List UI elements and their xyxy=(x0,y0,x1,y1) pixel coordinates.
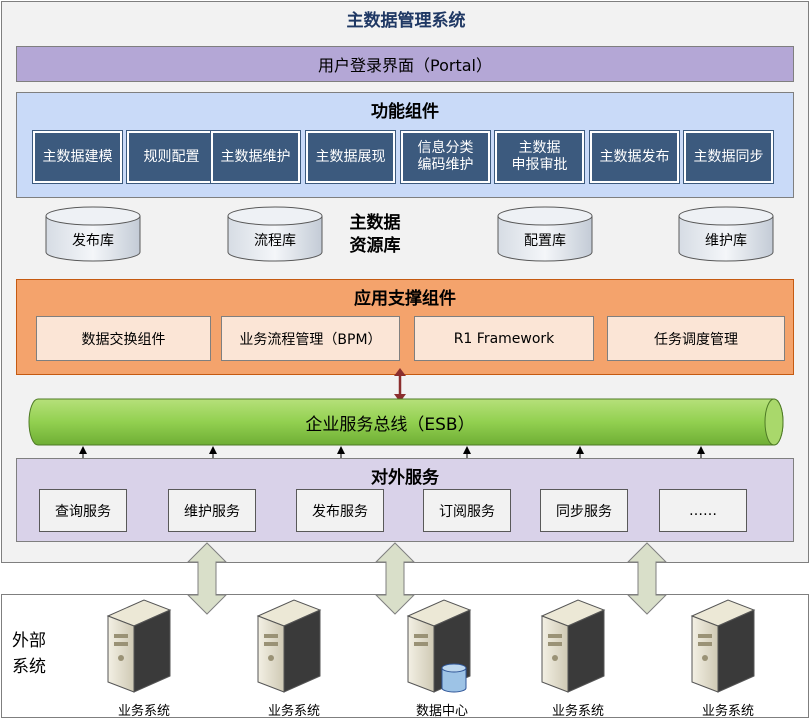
double-arrow xyxy=(374,542,416,615)
double-arrow xyxy=(626,542,668,615)
functional-components-title: 功能组件 xyxy=(371,102,439,122)
resource-title-line: 主数据 xyxy=(349,213,401,233)
service-block: 同步服务 xyxy=(540,489,628,532)
support-block: R1 Framework xyxy=(414,316,594,361)
double-arrow xyxy=(186,542,228,615)
database-cylinder xyxy=(227,206,323,262)
service-block: 发布服务 xyxy=(296,489,384,532)
server-label: 业务系统 xyxy=(117,704,170,719)
function-block: 主数据 申报审批 xyxy=(494,130,585,184)
service-block: 订阅服务 xyxy=(423,489,511,532)
service-block: 查询服务 xyxy=(39,489,127,532)
server-icon xyxy=(256,599,322,693)
server-icon xyxy=(540,599,606,693)
esb-pipe xyxy=(28,398,784,446)
function-block: 主数据同步 xyxy=(683,130,774,184)
support-components-title: 应用支撑组件 xyxy=(354,289,456,309)
function-block: 主数据发布 xyxy=(589,130,680,184)
external-services-layer: 对外服务 查询服务 维护服务 发布服务 订阅服务 同步服务 …… xyxy=(16,458,794,542)
server-label: 业务系统 xyxy=(267,704,320,719)
server-icon xyxy=(690,599,756,693)
portal-layer: 用户登录界面（Portal） xyxy=(16,46,794,82)
external-services-title: 对外服务 xyxy=(371,468,439,488)
resource-label: 发布库 xyxy=(72,233,114,249)
diagram-title: 主数据管理系统 xyxy=(346,11,466,31)
function-block: 主数据维护 xyxy=(210,130,301,184)
support-components-layer: 应用支撑组件 数据交换组件 业务流程管理（BPM） R1 Framework 任… xyxy=(16,279,794,375)
function-block: 主数据展现 xyxy=(305,130,396,184)
resource-label: 配置库 xyxy=(524,233,566,249)
external-systems-label-line: 系统 xyxy=(12,657,46,677)
server-icon xyxy=(106,599,172,693)
support-block: 任务调度管理 xyxy=(607,316,785,361)
resource-label: 维护库 xyxy=(705,233,747,249)
service-block: …… xyxy=(659,489,747,532)
database-cylinder xyxy=(678,206,774,262)
database-cylinder xyxy=(45,206,141,262)
external-systems-label-line: 外部 xyxy=(12,631,46,651)
server-label: 数据中心 xyxy=(415,704,468,719)
support-esb-arrow xyxy=(394,368,406,402)
function-block: 规则配置 xyxy=(126,130,217,184)
external-systems-label: 外部 系统 xyxy=(12,628,62,680)
esb-label: 企业服务总线（ESB） xyxy=(305,415,475,435)
data-center-server-icon xyxy=(406,599,472,693)
server-label: 业务系统 xyxy=(551,704,604,719)
resource-label: 流程库 xyxy=(254,233,296,249)
support-block: 业务流程管理（BPM） xyxy=(221,316,400,361)
functional-components-layer: 功能组件 主数据建模 规则配置 主数据维护 主数据展现 信息分类 编码维护 主数… xyxy=(16,92,794,198)
database-cylinder xyxy=(497,206,593,262)
resource-library-title: 主数据 资源库 xyxy=(330,212,420,258)
service-block: 维护服务 xyxy=(168,489,256,532)
support-block: 数据交换组件 xyxy=(36,316,211,361)
function-block: 主数据建模 xyxy=(32,130,123,184)
resource-title-line: 资源库 xyxy=(349,236,401,256)
function-block: 信息分类 编码维护 xyxy=(400,130,491,184)
server-label: 业务系统 xyxy=(701,704,754,719)
